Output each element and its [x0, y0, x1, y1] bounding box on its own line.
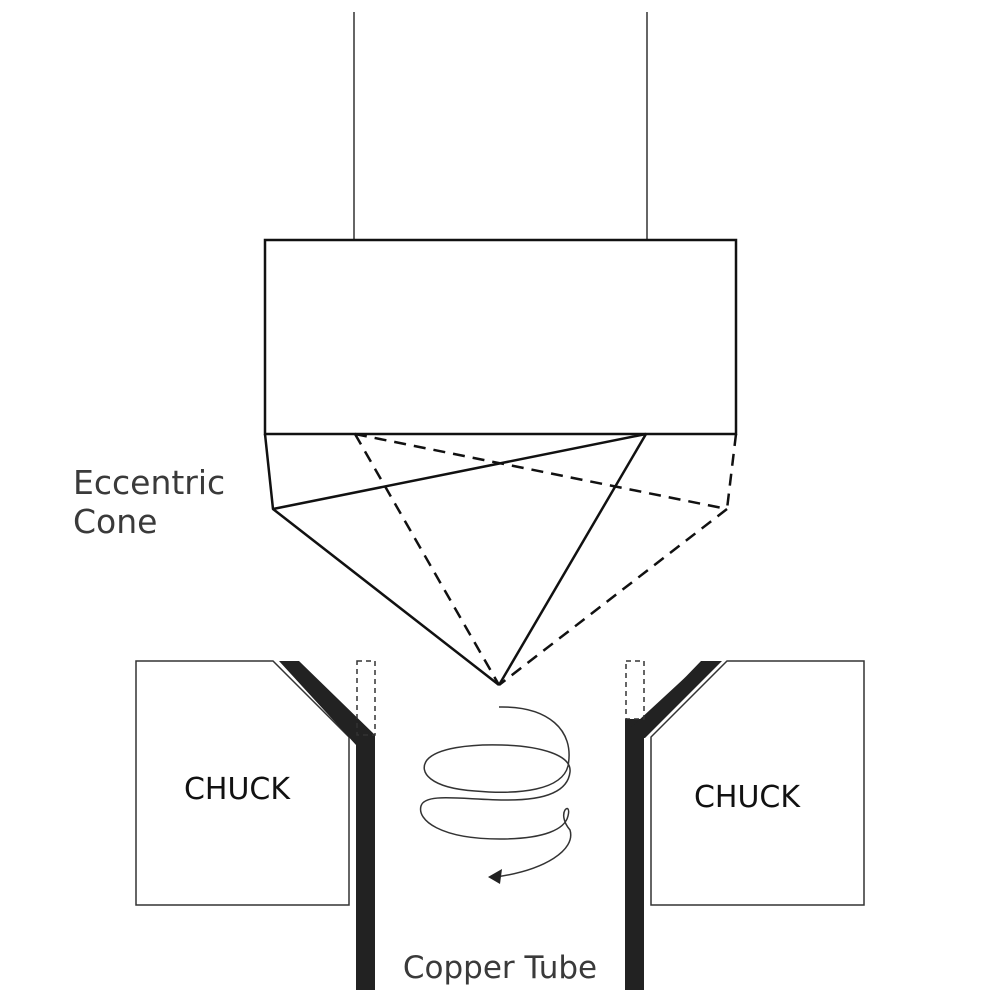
tube-label: Copper Tube — [403, 950, 597, 986]
cone-label-line1: Eccentric — [73, 463, 225, 502]
cone-dashed-right-side — [725, 433, 738, 510]
chuck-left-label: CHUCK — [184, 772, 291, 807]
chuck-right-label: CHUCK — [694, 780, 801, 815]
tube-original-right-dashed — [625, 660, 645, 720]
tube-wall-left — [279, 661, 375, 990]
cone-solid-diagonal — [272, 432, 647, 511]
rotation-spiral — [419, 706, 572, 878]
tool-head-block — [263, 238, 738, 436]
eccentric-cone — [263, 432, 648, 686]
tube-original-left-dashed — [356, 660, 376, 736]
spiral-arrowhead-icon — [488, 869, 502, 884]
tube-wall-right — [625, 661, 721, 990]
cone-dashed-lower-edge — [498, 508, 728, 686]
cone-dashed-left-edge — [353, 433, 501, 686]
spiral-path — [419, 706, 572, 878]
eccentric-cone-dashed — [353, 432, 738, 686]
chuck-left — [135, 660, 350, 906]
chuck-right — [650, 660, 865, 906]
cone-label-line2: Cone — [73, 502, 157, 541]
cone-solid-right-edge — [497, 433, 648, 686]
cone-dashed-top-edge — [354, 432, 728, 511]
tube-wall-right-flare — [626, 661, 722, 738]
